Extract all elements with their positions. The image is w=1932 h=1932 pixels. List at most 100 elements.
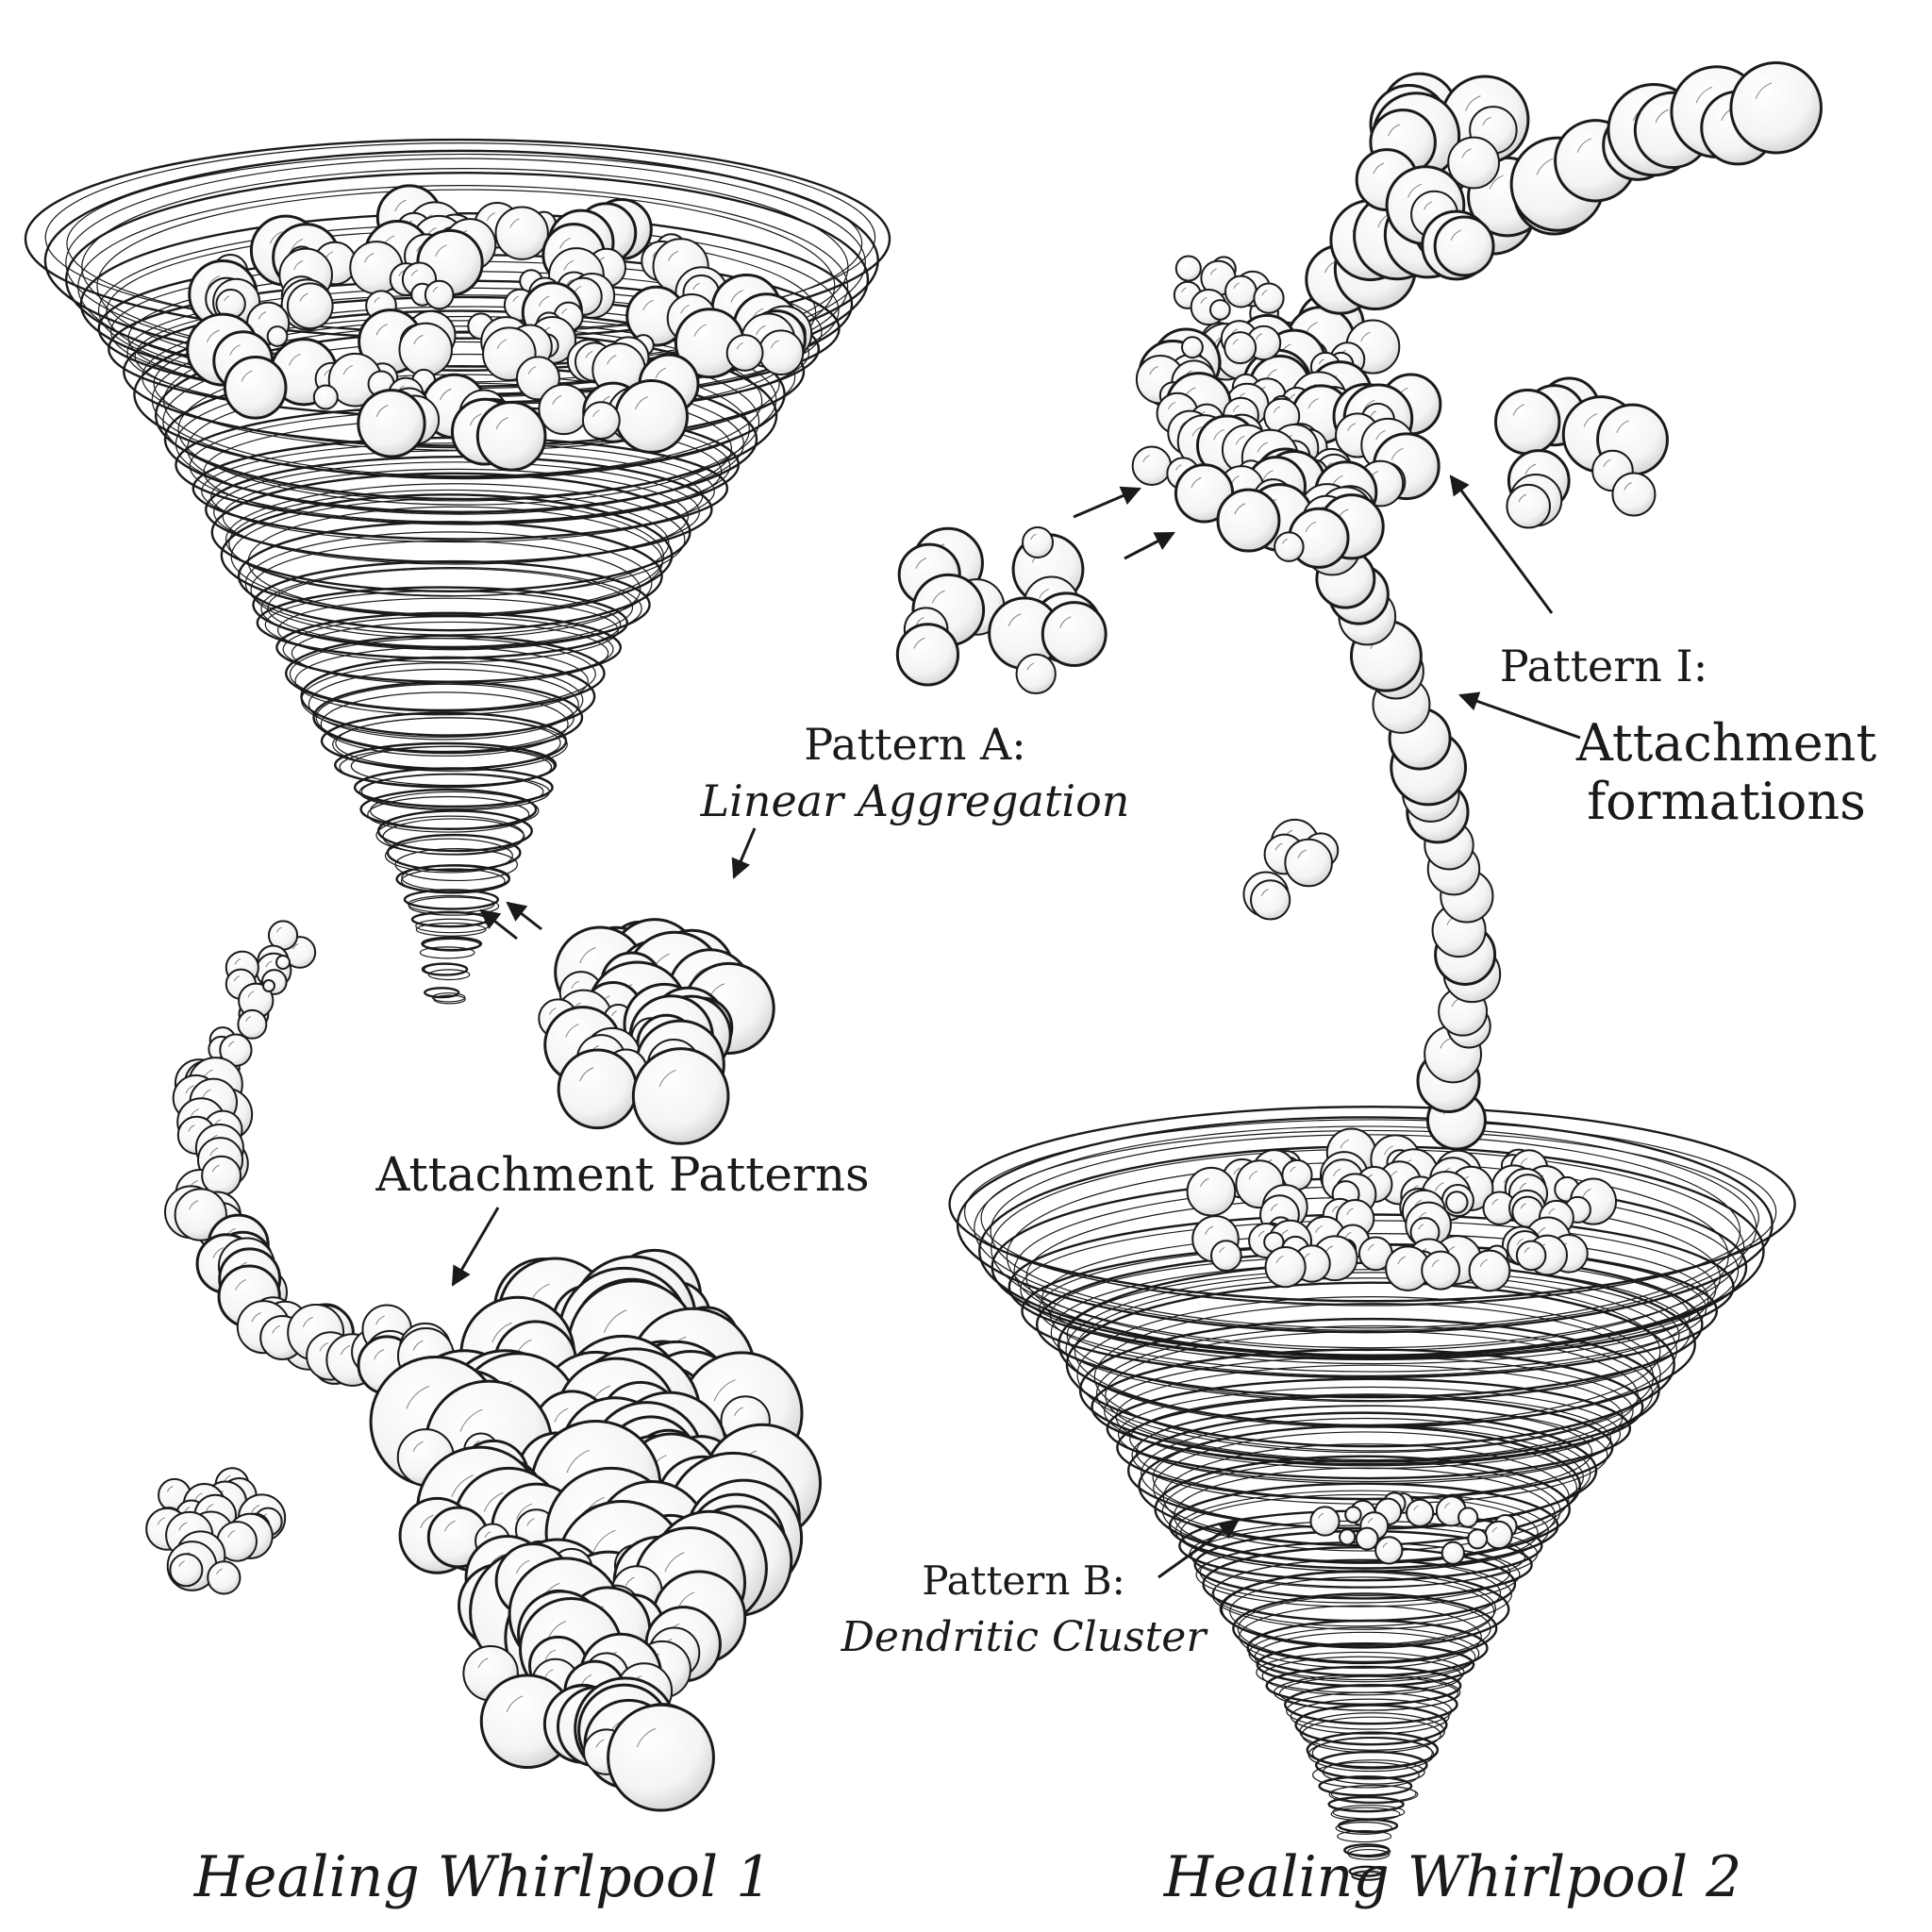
whirlpool-1-ring (403, 889, 500, 910)
bubble (237, 1008, 268, 1040)
bubble-highlight (1340, 1139, 1350, 1149)
bubble-highlight (579, 946, 596, 964)
bubble-highlight (571, 980, 579, 990)
bubble-highlight (1175, 464, 1182, 471)
bubble-highlight (1413, 1505, 1419, 1511)
bubble-highlight (1424, 201, 1433, 210)
bubble (1421, 1250, 1461, 1291)
bubble-highlight (157, 1517, 166, 1525)
bubble-highlight (1213, 428, 1224, 441)
bubble-highlight (1205, 1225, 1214, 1235)
small-isolated-cluster (145, 1467, 287, 1595)
bubble-highlight (289, 353, 301, 366)
bubble-highlight (469, 413, 482, 425)
bubble-highlight (1489, 175, 1504, 190)
whirlpool-2-ring (1318, 1775, 1413, 1797)
bubble-highlight (512, 295, 519, 303)
bubble-highlight (1191, 426, 1203, 437)
bubble-highlight (483, 1491, 504, 1512)
bubble-highlight (241, 370, 253, 382)
whirlpool-1-ring (333, 741, 558, 789)
bubble-highlight (1346, 1208, 1354, 1215)
whirlpool-2-bubbles (1186, 1127, 1618, 1565)
bubble-highlight (1516, 1238, 1524, 1245)
whirlpool-2-ring (1078, 1317, 1660, 1463)
bubble (1493, 388, 1561, 456)
pattern-a-title: Pattern A: (804, 719, 1025, 770)
bubble-highlight (1235, 435, 1245, 445)
whirlpool-2-ring (1322, 1759, 1425, 1785)
bubble-highlight (302, 1316, 313, 1327)
bubble (1515, 1240, 1547, 1272)
bubble-highlight (1431, 1259, 1440, 1267)
whirlpool-1-ring (300, 662, 584, 738)
bubble-highlight (1248, 1170, 1258, 1180)
whirlpool-2-ring (980, 1129, 1760, 1307)
arrow-pattern-b (1158, 1519, 1240, 1579)
bubble-highlight (1360, 331, 1371, 342)
bubble-highlight (1333, 1168, 1341, 1176)
bubble-highlight (1450, 229, 1462, 241)
whirlpool-2-ring (1278, 1675, 1459, 1711)
bubble-highlight (224, 295, 230, 302)
bubble-highlight (1367, 1518, 1374, 1524)
whirlpool-1-ring (294, 646, 589, 716)
bubble (631, 1047, 730, 1145)
bubble-highlight (1384, 1145, 1393, 1156)
bubble-highlight (915, 558, 927, 569)
bubble (1339, 1528, 1357, 1546)
whirlpool-1-ring (394, 847, 519, 882)
bubble-highlight (1388, 124, 1400, 137)
bubble (1209, 299, 1231, 321)
whirlpool-2-ring (1348, 1865, 1385, 1877)
bubble-highlight (1191, 476, 1202, 489)
bubble (275, 955, 291, 970)
bubble-highlight (1518, 493, 1527, 503)
whirlpool-2-ring (1041, 1233, 1709, 1365)
bubble (223, 356, 288, 420)
bubble (1249, 879, 1291, 921)
bubble-highlight (342, 364, 353, 375)
bubble-highlight (1755, 82, 1773, 99)
bubble-highlight (1603, 458, 1611, 467)
arrow-pattern-i-lower (1458, 691, 1581, 740)
whirlpool-2-ring (1246, 1619, 1489, 1677)
whirlpool-1-ring (151, 320, 777, 480)
whirlpool-1-ring (367, 795, 530, 833)
whirlpool-2-ring (1248, 1626, 1480, 1681)
bubble-highlight (275, 926, 282, 933)
bubble (1186, 1166, 1237, 1217)
pattern-i-subtitle-line2: formations (1587, 772, 1866, 831)
whirlpool-1-ring (162, 341, 760, 502)
bubble (1406, 1498, 1435, 1527)
bubble-highlight (664, 1552, 685, 1573)
bubble-highlight (1655, 108, 1670, 124)
whirlpool-2-ring (1254, 1631, 1476, 1683)
arrow-whirlpool1-tip-a (479, 908, 518, 941)
bubble-highlight (1347, 423, 1357, 432)
bubble-highlight (212, 1247, 225, 1258)
whirlpool-1-ring (163, 365, 758, 513)
bubble-highlight (506, 1695, 524, 1713)
arrow-whirlpool1-tip-b (506, 901, 542, 931)
bubble-highlight (1273, 406, 1281, 413)
bubble-highlight (1491, 1526, 1498, 1533)
bubble (1611, 472, 1657, 517)
bubble (1224, 275, 1257, 308)
whirlpool-1-ring (415, 922, 487, 937)
bubble-highlight (603, 1309, 627, 1334)
bubble (357, 389, 426, 458)
bubble (286, 282, 334, 330)
bubble (1041, 601, 1108, 668)
bubble-highlight (1520, 1158, 1528, 1165)
bubble (614, 379, 689, 454)
whirlpool-2-ring (948, 1105, 1796, 1303)
bubble (1253, 282, 1285, 314)
whirlpool-1-ring (285, 634, 606, 712)
bubble-highlight (559, 237, 572, 249)
whirlpool-1-ring (433, 994, 466, 1005)
bubble-highlight (1290, 1166, 1296, 1173)
bubble-highlight (178, 1522, 188, 1531)
bubble-highlight (235, 1279, 247, 1291)
whirlpool-2-ring (1327, 1795, 1405, 1813)
